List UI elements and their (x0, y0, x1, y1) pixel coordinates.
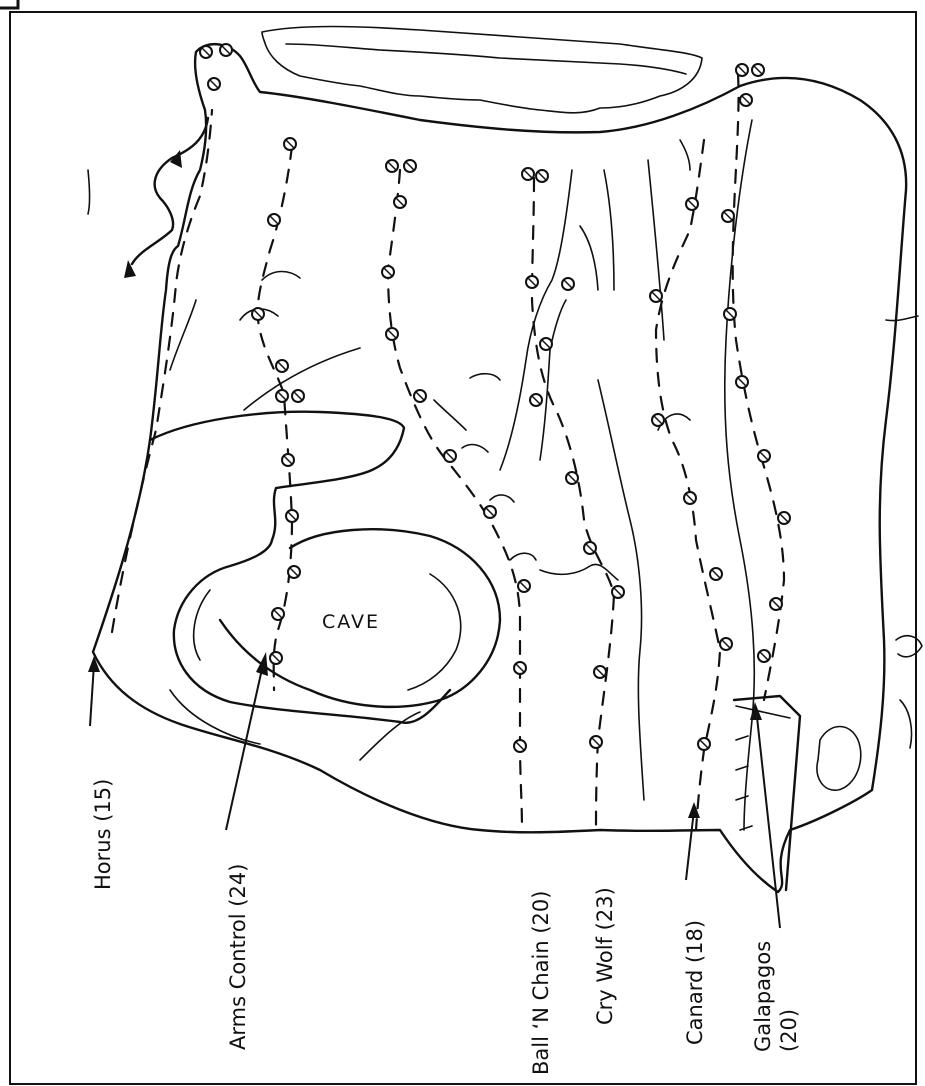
bolt-marker (286, 510, 298, 522)
bolt-marker (252, 308, 264, 320)
bolt-marker (650, 290, 662, 302)
bolt-marker (208, 78, 220, 90)
bolt-marker (394, 196, 406, 208)
bolt-marker (282, 454, 294, 466)
bolt-marker (386, 160, 398, 172)
bolt-marker (292, 390, 304, 402)
bolt-marker (530, 394, 542, 406)
bolt-marker (720, 638, 732, 650)
bolt-marker (518, 580, 530, 592)
bolt-marker (200, 46, 212, 58)
route-line-ball-n-chain (388, 170, 522, 830)
arrow-galapagos (756, 708, 780, 928)
rock-seam-15 (510, 553, 536, 560)
bolt-marker (268, 214, 280, 226)
bolt-marker (540, 338, 552, 350)
rock-seam-16 (262, 272, 300, 281)
bolt-marker (566, 472, 578, 484)
bolt-marker (770, 598, 782, 610)
bolt-marker (778, 512, 790, 524)
bolt-marker (514, 740, 526, 752)
bolt-marker (220, 44, 232, 56)
bolt-marker (522, 168, 534, 180)
crag-outline (93, 44, 906, 892)
bolt-marker (386, 328, 398, 340)
bolt-marker (284, 138, 296, 150)
rock-seam-8 (580, 226, 598, 290)
top-wavy-feature (262, 27, 702, 113)
label-arms-control: Arms Control (24) (226, 864, 250, 1050)
bolt-marker (686, 198, 698, 210)
bolt-marker (270, 652, 282, 664)
bolt-marker (276, 390, 288, 402)
right-bush-2 (817, 727, 861, 791)
arrow-horus (90, 664, 94, 726)
arrow-canard (686, 810, 694, 880)
bolt-marker (484, 506, 496, 518)
rock-seam-13 (462, 445, 488, 452)
cave-label: CAVE (322, 611, 380, 633)
rock-seam-11 (540, 564, 618, 580)
rock-seam-14 (490, 495, 514, 502)
cave-inner-curve-1 (408, 574, 461, 690)
bolt-marker (652, 414, 664, 426)
bolt-marker (562, 278, 574, 290)
bolt-marker (722, 210, 734, 222)
cave-outline-outer (150, 412, 450, 723)
bolt-marker (758, 450, 770, 462)
bolt-marker (594, 666, 606, 678)
right-bush-1 (896, 636, 922, 657)
right-edge-line (886, 316, 918, 321)
route-line-canard (656, 140, 720, 830)
label-ball-n-chain: Ball ‘N Chain (20) (529, 891, 553, 1075)
top-corner-fragment (0, 0, 18, 8)
bolt-marker (724, 308, 736, 320)
bolt-marker (382, 266, 394, 278)
bolt-marker (752, 64, 764, 76)
bolt-marker (444, 450, 456, 462)
label-horus: Horus (15) (91, 779, 115, 890)
right-bush-3 (900, 700, 912, 748)
rock-seam-12 (434, 400, 466, 430)
label-galapagos-grade: (20) (777, 1009, 801, 1052)
label-cry-wolf: Cry Wolf (23) (593, 887, 617, 1025)
bolt-marker (736, 64, 748, 76)
bolt-marker (526, 276, 538, 288)
route-line-cry-wolf (532, 178, 614, 832)
label-canard: Canard (18) (683, 920, 707, 1045)
left-arrow-route (132, 118, 208, 264)
bolt-marker (536, 170, 548, 182)
bolt-marker (590, 736, 602, 748)
arrow-arms-control (226, 660, 264, 830)
rock-seam-6 (604, 170, 614, 290)
bolt-marker (710, 568, 722, 580)
bolt-marker (740, 94, 752, 106)
bolt-marker (698, 738, 710, 750)
rock-seam-3 (470, 374, 500, 380)
top-wavy-inner (286, 44, 686, 74)
bolt-marker (276, 360, 288, 372)
bolt-marker (584, 542, 596, 554)
arrow-arms-control-head (256, 652, 268, 676)
bolt-marker (514, 662, 526, 674)
bolt-marker (684, 492, 696, 504)
route-line-horus (112, 110, 212, 632)
rock-seam-18 (680, 140, 690, 170)
bolt-marker (736, 376, 748, 388)
cave-inner-curve-2 (194, 590, 210, 660)
label-galapagos: Galapagos (751, 941, 775, 1052)
bolt-marker (414, 390, 426, 402)
bolt-marker (612, 586, 624, 598)
bolt-marker (272, 608, 284, 620)
rock-seam-10 (725, 120, 755, 830)
bolt-marker (288, 566, 300, 578)
bolt-marker (758, 650, 770, 662)
left-ledge-lines (88, 170, 90, 214)
rock-seam-9 (648, 160, 664, 340)
galapagos-box-inner (736, 706, 790, 718)
rock-seam-2 (170, 300, 196, 370)
bolt-marker (404, 160, 416, 172)
